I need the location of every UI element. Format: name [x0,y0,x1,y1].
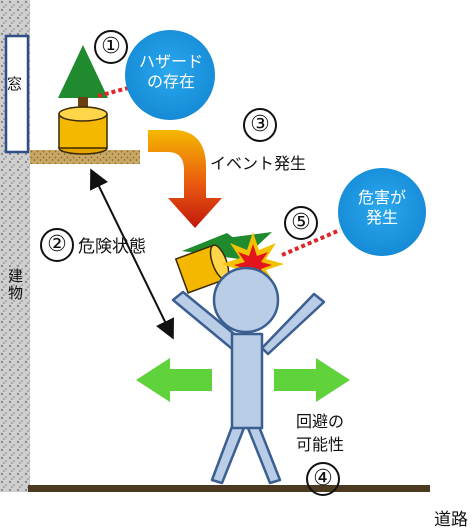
harm-bubble-text: 危害が 発生 [340,188,424,228]
step5-number: ⑤ [284,206,318,240]
dangerous-state-arrow [90,168,174,340]
hazard-line2: の存在 [146,72,195,91]
step4-line2: 可能性 [296,435,345,455]
harm-link-dotted [281,228,341,257]
step4-number: ④ [306,462,340,496]
step2-text: 危険状態 [78,237,146,257]
hazard-link-dotted [97,86,129,98]
harm-line2: 発生 [365,208,398,227]
road-line [28,485,430,492]
step2-number: ② [40,228,74,262]
plant-pot-on-shelf [58,45,108,155]
shelf [30,150,140,164]
avoid-right-arrow [274,358,350,402]
step3-text: イベント発生 [210,154,307,173]
harm-line1: 危害が [357,188,406,207]
step3-number: ③ [243,108,277,142]
event-arrow [148,130,222,228]
window-label: 窓 [7,75,23,93]
window-frame [4,34,30,154]
hazard-bubble [125,30,215,120]
road-label: 道路 [434,510,468,530]
person-figure [171,266,326,485]
hazard-line1: ハザード [138,52,203,71]
harm-bubble [338,168,426,256]
step4-line1: 回避の [296,412,345,431]
step4-text: 回避の 可能性 [296,410,344,456]
step1-number: ① [94,30,128,64]
building-label: 建物 [8,267,24,302]
hazard-bubble-text: ハザード の存在 [126,52,216,92]
avoid-left-arrow [136,358,212,402]
